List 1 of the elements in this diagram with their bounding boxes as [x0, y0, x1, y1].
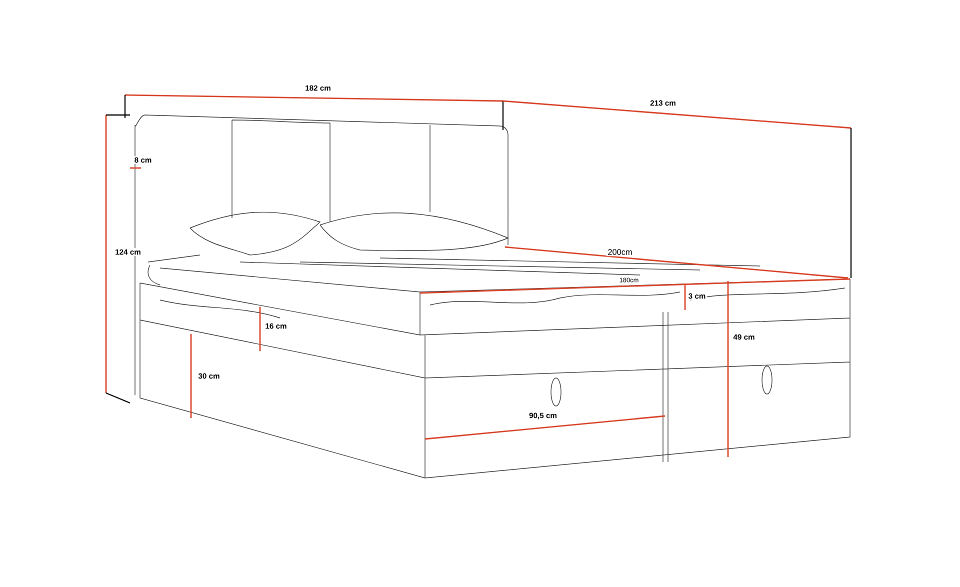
dimension-label: 200cm	[606, 248, 634, 256]
